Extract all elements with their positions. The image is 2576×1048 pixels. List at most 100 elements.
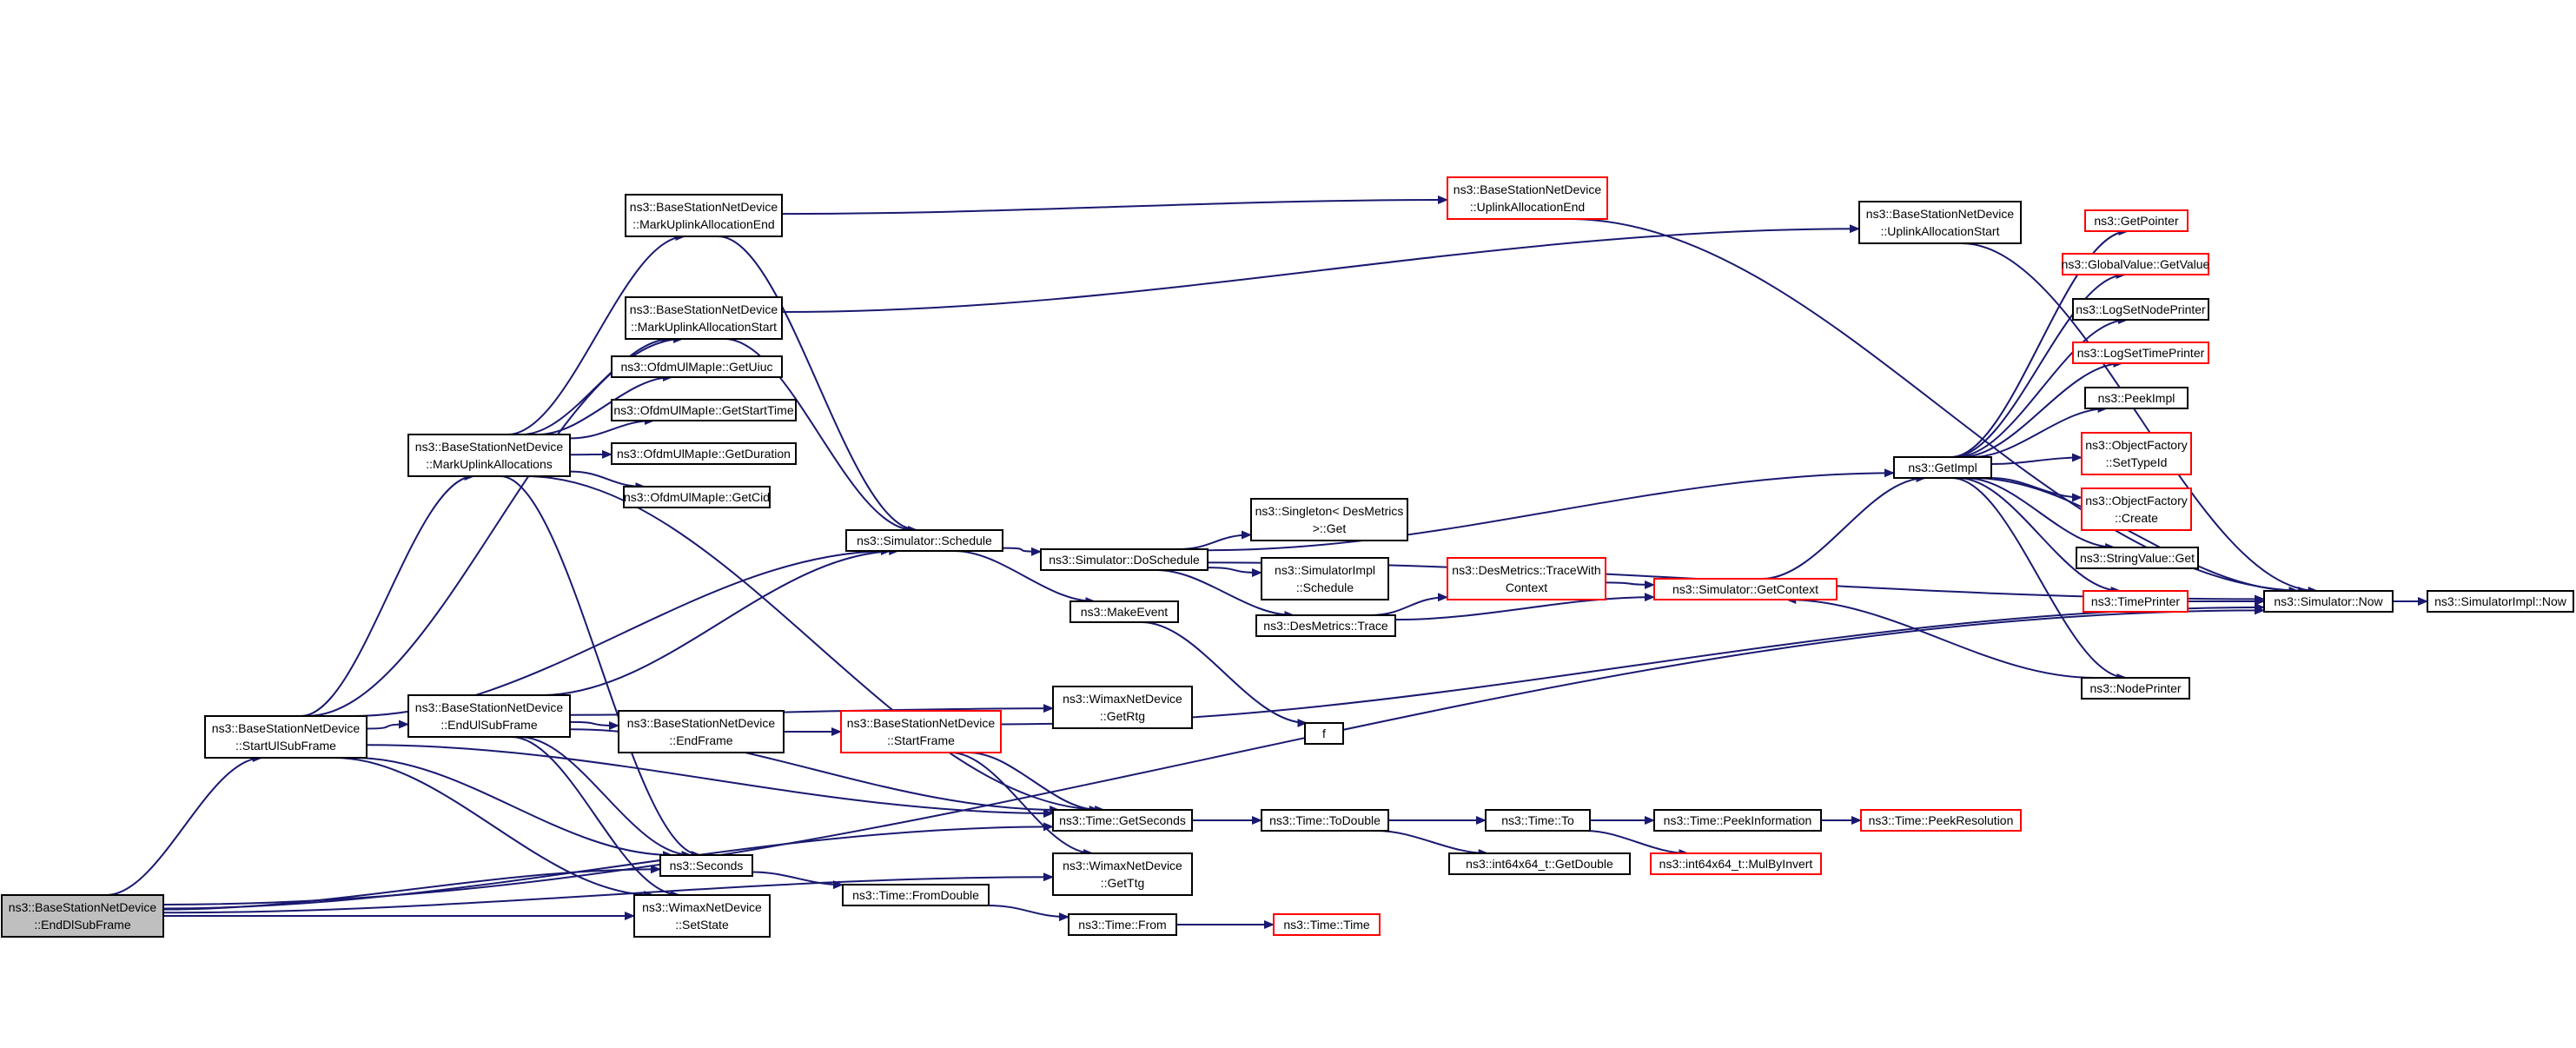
node-settypeid[interactable]: ns3::ObjectFactory::SetTypeId — [2081, 432, 2192, 475]
node-peekres[interactable]: ns3::Time::PeekResolution — [1860, 809, 2022, 832]
edge-root-to-getseconds — [162, 822, 1054, 910]
node-singleton[interactable]: ns3::Singleton< DesMetrics >::Get — [1250, 498, 1408, 541]
node-f[interactable]: f — [1304, 722, 1344, 745]
edge-timeto-to-mulbyinvert — [1585, 830, 1690, 858]
node-getcid[interactable]: ns3::OfdmUlMapIe::GetCid — [623, 486, 771, 508]
node-implnow[interactable]: ns3::SimulatorImpl::Now — [2427, 590, 2574, 613]
node-label: ns3::BaseStationNetDevice — [415, 700, 564, 714]
node-doschedule[interactable]: ns3::Simulator::DoSchedule — [1040, 548, 1209, 571]
node-getdouble[interactable]: ns3::int64x64_t::GetDouble — [1448, 852, 1631, 875]
edge-doschedule-to-destrace — [1156, 569, 1295, 620]
node-destrace[interactable]: ns3::DesMetrics::Trace — [1255, 614, 1396, 637]
node-seconds[interactable]: ns3::Seconds — [659, 854, 753, 877]
node-globalvalue[interactable]: ns3::GlobalValue::GetValue — [2062, 253, 2210, 275]
node-box — [1040, 548, 1209, 571]
node-getcontext[interactable]: ns3::Simulator::GetContext — [1653, 578, 1838, 600]
node-lognodeprinter[interactable]: ns3::LogSetNodePrinter — [2072, 298, 2209, 321]
node-label: ns3::ObjectFactory — [2085, 494, 2188, 507]
node-box — [2083, 590, 2189, 613]
node-peekinfo[interactable]: ns3::Time::PeekInformation — [1653, 809, 1822, 832]
node-timetime[interactable]: ns3::Time::Time — [1273, 913, 1381, 936]
node-startul[interactable]: ns3::BaseStationNetDevice::StartUlSubFra… — [204, 715, 368, 759]
node-mulbyinvert[interactable]: ns3::int64x64_t::MulByInvert — [1650, 852, 1822, 875]
node-endul[interactable]: ns3::BaseStationNetDevice::EndUlSubFrame — [407, 694, 571, 738]
node-box — [623, 486, 771, 508]
node-timeprinter[interactable]: ns3::TimePrinter — [2083, 590, 2189, 613]
node-box — [659, 854, 753, 877]
node-implschedule[interactable]: ns3::SimulatorImpl::Schedule — [1261, 557, 1389, 600]
node-simnow[interactable]: ns3::Simulator::Now — [2263, 590, 2394, 613]
node-box — [842, 884, 990, 906]
node-box — [2081, 488, 2192, 531]
node-getuiuc[interactable]: ns3::OfdmUlMapIe::GetUiuc — [611, 355, 783, 378]
edge-markupalloc-to-getuiuc — [538, 373, 673, 435]
node-logtimeprinter[interactable]: ns3::LogSetTimePrinter — [2072, 342, 2209, 364]
edge-tracewith-to-getcontext — [1605, 580, 1655, 589]
node-startframe[interactable]: ns3::BaseStationNetDevice::StartFrame — [840, 710, 1002, 753]
node-getttg[interactable]: ns3::WimaxNetDevice::GetTtg — [1052, 852, 1193, 896]
node-fromdouble[interactable]: ns3::Time::FromDouble — [842, 884, 990, 906]
edge-startul-to-getseconds — [366, 744, 1054, 819]
node-label: ::UplinkAllocationEnd — [1470, 200, 1585, 214]
node-markend[interactable]: ns3::BaseStationNetDevice::MarkUplinkAll… — [625, 194, 783, 237]
node-box — [625, 194, 783, 237]
node-markupalloc[interactable]: ns3::BaseStationNetDevice::MarkUplinkAll… — [407, 434, 571, 477]
edge-getimpl-to-globalvalue — [1952, 270, 2127, 458]
edge-startul-to-markupalloc — [301, 472, 475, 717]
node-box — [1261, 809, 1389, 832]
node-label: ns3::int64x64_t::GetDouble — [1466, 857, 1613, 871]
node-label: ::MarkUplinkAllocationEnd — [632, 217, 774, 231]
node-peekimpl[interactable]: ns3::PeekImpl — [2084, 387, 2189, 409]
node-label: ns3::Time::PeekResolution — [1869, 813, 2014, 827]
node-label: ns3::OfdmUlMapIe::GetCid — [624, 490, 770, 504]
node-getduration[interactable]: ns3::OfdmUlMapIe::GetDuration — [611, 442, 797, 465]
node-box — [2072, 342, 2209, 364]
node-todouble[interactable]: ns3::Time::ToDouble — [1261, 809, 1389, 832]
node-label: ::GetTtg — [1101, 876, 1145, 890]
node-upallocend[interactable]: ns3::BaseStationNetDevice::UplinkAllocat… — [1447, 176, 1608, 220]
node-getstarttime[interactable]: ns3::OfdmUlMapIe::GetStartTime — [611, 399, 797, 421]
node-timeto[interactable]: ns3::Time::To — [1485, 809, 1591, 832]
node-makeevent[interactable]: ns3::MakeEvent — [1069, 600, 1179, 623]
node-box — [2084, 209, 2189, 232]
node-from[interactable]: ns3::Time::From — [1068, 913, 1177, 936]
node-nodeprinter[interactable]: ns3::NodePrinter — [2081, 677, 2190, 700]
edge-getimpl-to-ofcreate — [1990, 477, 2083, 502]
node-markstart[interactable]: ns3::BaseStationNetDevice::MarkUplinkAll… — [625, 296, 783, 340]
node-getimpl[interactable]: ns3::GetImpl — [1893, 456, 1992, 479]
node-label: ns3::NodePrinter — [2089, 681, 2181, 695]
node-label: ns3::StringValue::Get — [2080, 551, 2195, 565]
node-getpointer[interactable]: ns3::GetPointer — [2084, 209, 2189, 232]
edge-startul-to-seconds — [354, 757, 673, 859]
edge-startul-to-setstate — [334, 757, 655, 899]
node-upallocstart[interactable]: ns3::BaseStationNetDevice::UplinkAllocat… — [1858, 201, 2022, 244]
node-ofcreate[interactable]: ns3::ObjectFactory::Create — [2081, 488, 2192, 531]
node-getseconds[interactable]: ns3::Time::GetSeconds — [1052, 809, 1193, 832]
edge-startframe-to-getseconds — [968, 752, 1100, 814]
node-box — [625, 296, 783, 340]
node-label: ::Create — [2115, 511, 2158, 525]
node-box — [2081, 432, 2192, 475]
node-box — [1893, 456, 1992, 479]
node-label: ::MarkUplinkAllocations — [426, 457, 553, 471]
node-getrtg[interactable]: ns3::WimaxNetDevice::GetRtg — [1052, 686, 1193, 729]
node-label: ns3::Time::From — [1078, 918, 1166, 932]
node-setstate[interactable]: ns3::WimaxNetDevice::SetState — [633, 894, 771, 938]
node-label: ns3::Seconds — [670, 859, 744, 872]
node-label: ns3::GetPointer — [2094, 214, 2179, 228]
node-schedule[interactable]: ns3::Simulator::Schedule — [845, 529, 1003, 552]
node-label: f — [1322, 726, 1326, 740]
node-box — [1068, 913, 1177, 936]
node-endframe[interactable]: ns3::BaseStationNetDevice::EndFrame — [618, 710, 785, 753]
node-stringget[interactable]: ns3::StringValue::Get — [2076, 547, 2199, 569]
edge-doschedule-to-getimpl — [1207, 468, 1895, 552]
node-label: ns3::Simulator::Schedule — [857, 534, 992, 547]
node-label: ns3::MakeEvent — [1081, 605, 1168, 619]
edge-startul-to-endul — [366, 720, 409, 730]
nodes-layer: ns3::BaseStationNetDevice::EndDlSubFrame… — [1, 176, 2574, 938]
node-box — [2263, 590, 2394, 613]
edge-markend-to-schedule — [718, 235, 918, 534]
node-box — [1052, 852, 1193, 896]
node-label: ns3::SimulatorImpl::Now — [2434, 594, 2567, 608]
